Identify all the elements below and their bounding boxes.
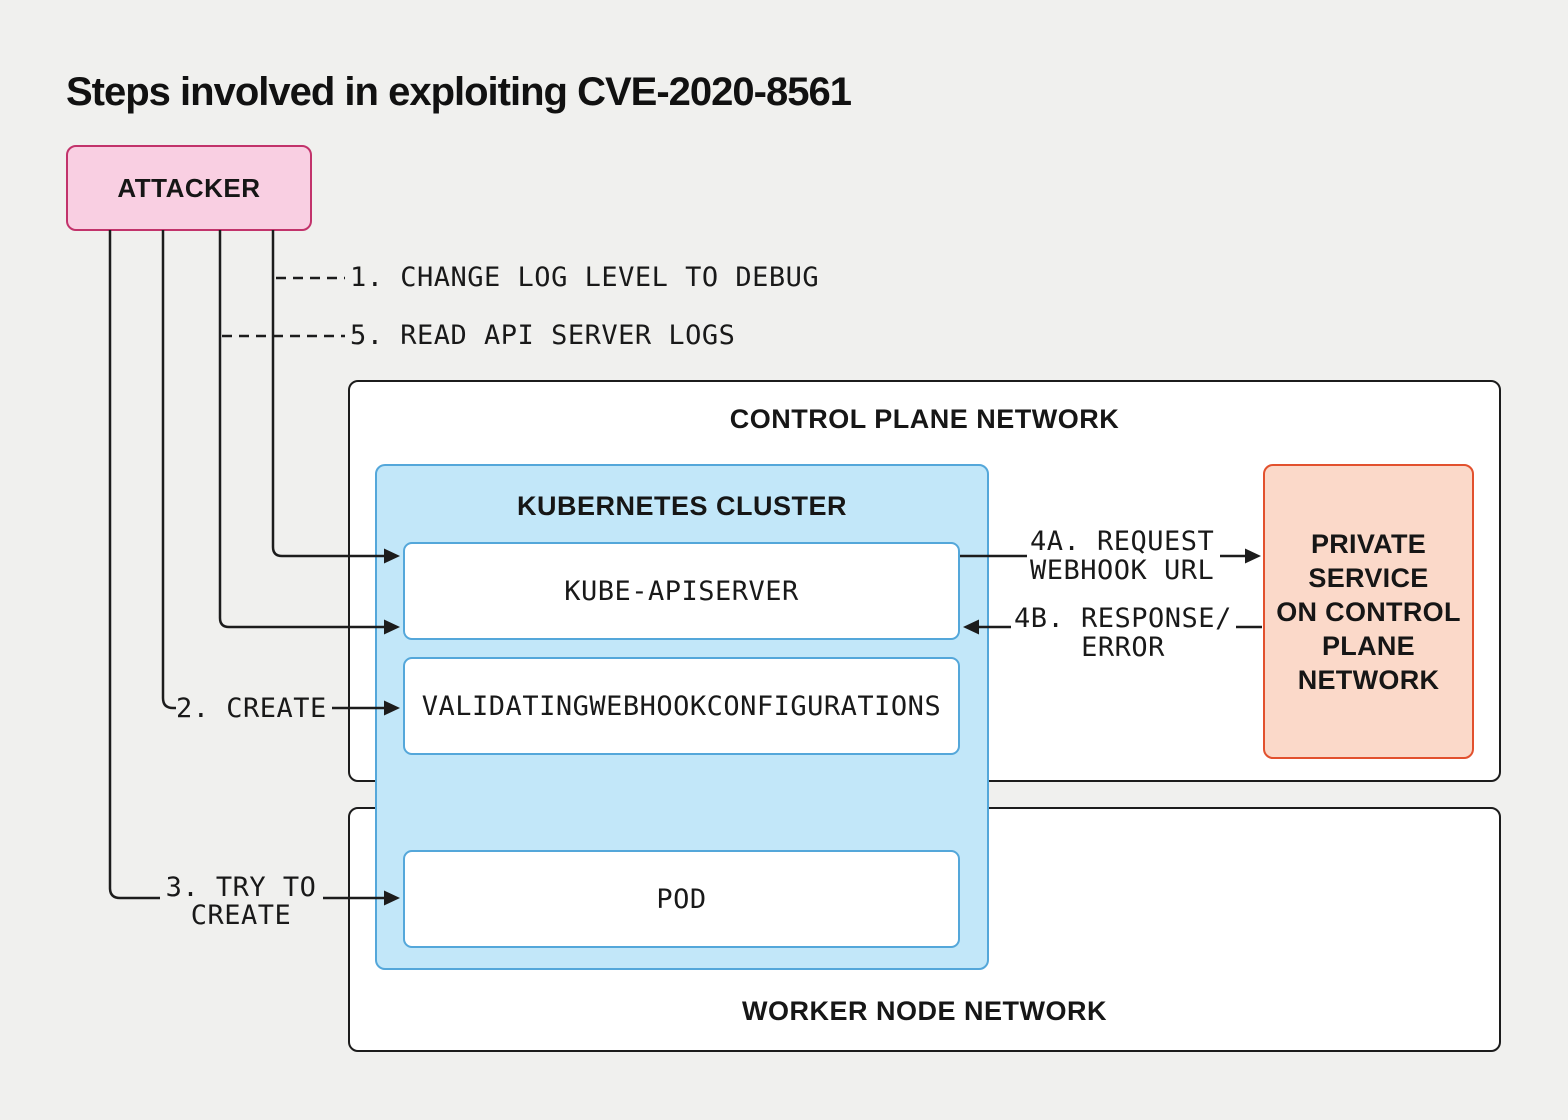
step3-label-line2: CREATE — [190, 899, 292, 931]
kubernetes-cluster-label: KUBERNETES CLUSTER — [516, 491, 848, 521]
private-service-line-5: NETWORK — [1297, 664, 1440, 695]
pod-label: POD — [656, 883, 707, 915]
step4b-label-line2: ERROR — [1081, 632, 1165, 663]
validatingwebhookconfigurations-box: VALIDATINGWEBHOOKCONFIGURATIONS — [403, 657, 960, 755]
attacker-label: ATTACKER — [117, 172, 261, 203]
step4a-label-line1: 4A. REQUEST — [1030, 526, 1215, 557]
step3-label-line1: 3. TRY TO — [165, 872, 317, 903]
step5-label: 5. READ API SERVER LOGS — [350, 320, 736, 351]
diagram-title: Steps involved in exploiting CVE-2020-85… — [66, 70, 852, 114]
step4a-label: 4A. REQUEST WEBHOOK URL — [1030, 526, 1215, 586]
step4b-label-line1: 4B. RESPONSE/ — [1014, 603, 1232, 634]
kube-apiserver-label: KUBE-APISERVER — [564, 575, 799, 607]
worker-node-network-label: WORKER NODE NETWORK — [742, 996, 1107, 1026]
private-service-line-3: ON CONTROL — [1276, 596, 1461, 627]
private-service-line-4: PLANE — [1321, 630, 1415, 661]
connector-step3-try-create-left — [108, 230, 160, 900]
step3-label: 3. TRY TO CREATE — [148, 874, 334, 929]
private-service-box: PRIVATE SERVICE ON CONTROL PLANE NETWORK — [1263, 464, 1474, 759]
attacker-box: ATTACKER — [66, 145, 312, 231]
pod-box: POD — [403, 850, 960, 948]
step4b-label: 4B. RESPONSE/ ERROR — [1014, 604, 1232, 662]
step1-label: 1. CHANGE LOG LEVEL TO DEBUG — [350, 262, 820, 293]
private-service-line-2: SERVICE — [1308, 562, 1429, 593]
validatingwebhookconfigurations-label: VALIDATINGWEBHOOKCONFIGURATIONS — [421, 690, 942, 722]
connector-step2-create-left — [161, 230, 176, 710]
kube-apiserver-box: KUBE-APISERVER — [403, 542, 960, 640]
step2-label: 2. CREATE — [176, 693, 327, 724]
private-service-line-1: PRIVATE — [1310, 528, 1427, 559]
control-plane-network-label: CONTROL PLANE NETWORK — [729, 404, 1120, 434]
step4a-label-line2: WEBHOOK URL — [1030, 554, 1215, 586]
